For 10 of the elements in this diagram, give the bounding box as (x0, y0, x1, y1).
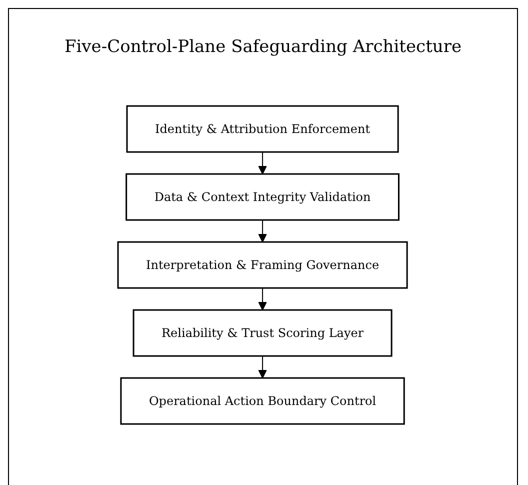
node-box: Identity & Attribution Enforcement (126, 105, 400, 153)
diagram-title: Five-Control-Plane Safeguarding Architecture (63, 37, 463, 57)
arrow (258, 356, 268, 378)
node-box: Data & Context Integrity Validation (126, 173, 400, 221)
arrow (258, 288, 268, 310)
node-box: Operational Action Boundary Control (120, 377, 406, 425)
arrow (258, 152, 268, 174)
node-box: Interpretation & Framing Governance (118, 241, 408, 289)
node-box: Reliability & Trust Scoring Layer (133, 309, 393, 357)
arrow (258, 220, 268, 242)
